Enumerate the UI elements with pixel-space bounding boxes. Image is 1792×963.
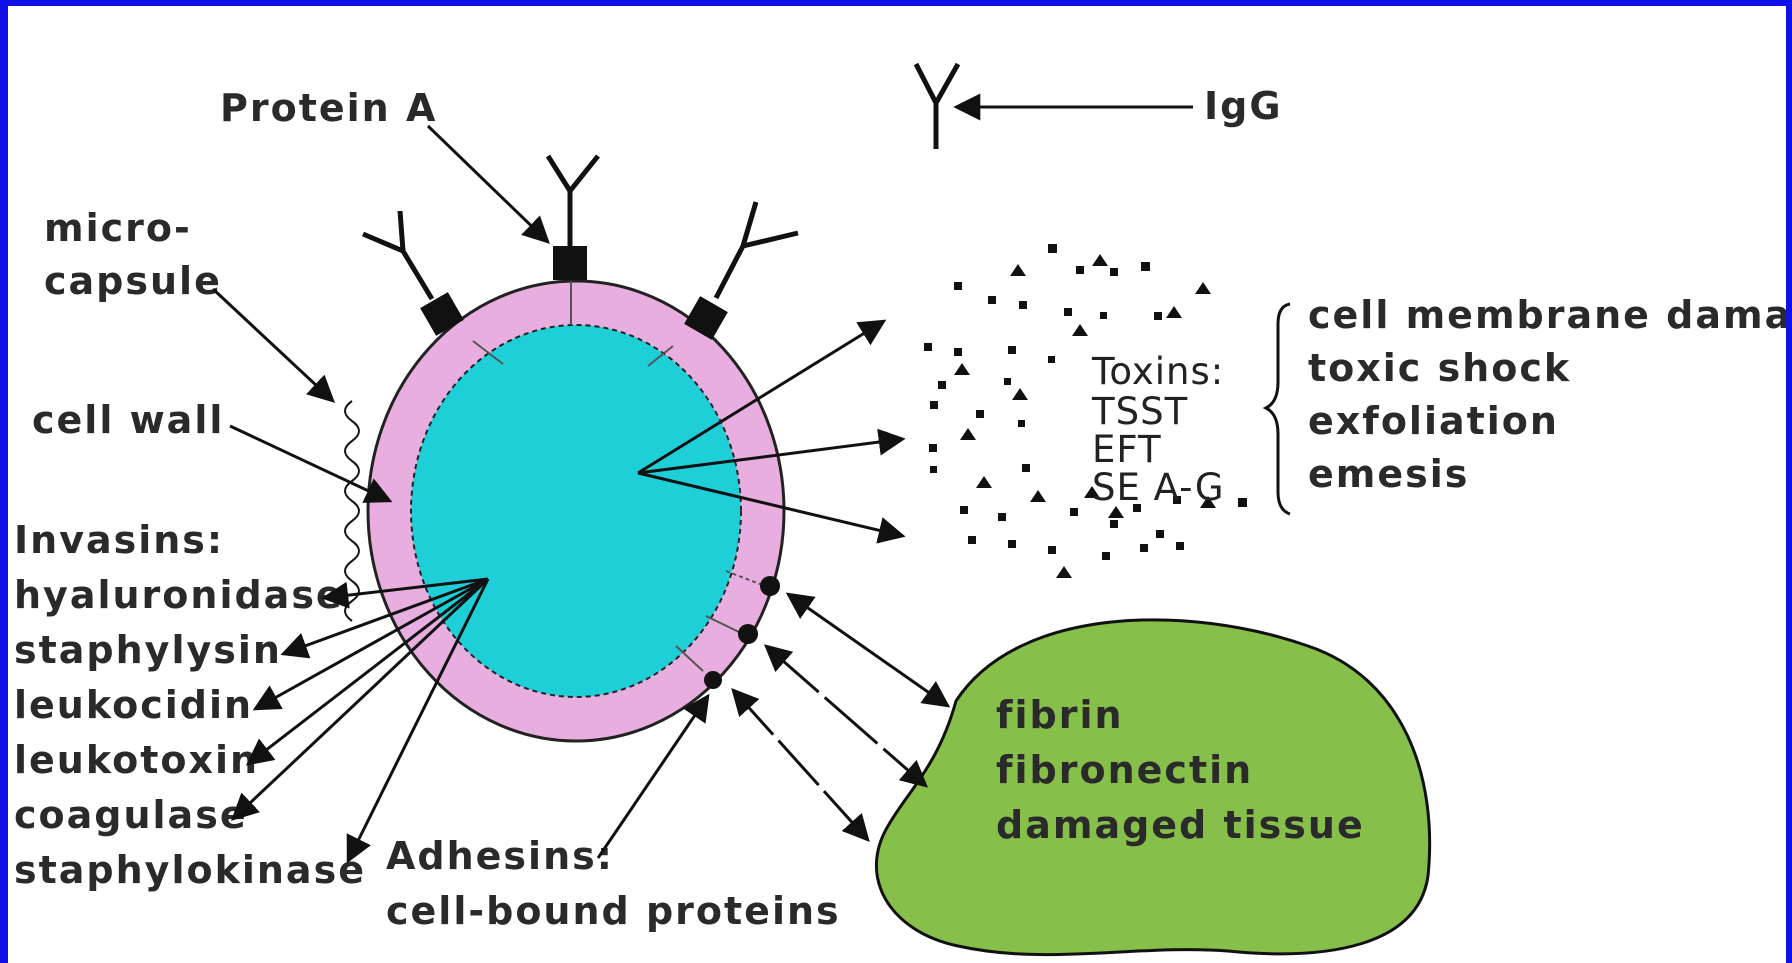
microcapsule-wavy-line xyxy=(345,401,359,621)
tissue-item: damaged tissue xyxy=(996,803,1365,847)
invasin-item: hyaluronidase xyxy=(14,573,344,617)
tissue-item: fibronectin xyxy=(996,748,1253,792)
invasin-item: leukotoxin xyxy=(14,738,259,782)
staphylococcus-virulence-diagram: IgG Protein A micro- capsule cell wall I… xyxy=(8,6,1786,963)
microcapsule-label-2: capsule xyxy=(44,259,222,303)
toxin-effect-item: cell membrane damage xyxy=(1308,293,1786,337)
toxin-effect-item: toxic shock xyxy=(1308,346,1571,390)
invasin-item: coagulase xyxy=(14,793,248,837)
tissue-item: fibrin xyxy=(996,693,1124,737)
toxin-effect-item: exfoliation xyxy=(1308,399,1559,443)
toxins-title: Toxins: xyxy=(1091,350,1224,393)
bacterial-cell xyxy=(368,281,784,741)
toxin-particles xyxy=(924,244,1247,578)
diagram-panel: IgG Protein A micro- capsule cell wall I… xyxy=(8,6,1786,963)
igg-icon xyxy=(916,64,958,149)
invasin-item: staphylokinase xyxy=(14,848,366,892)
protein-a-label: Protein A xyxy=(220,86,437,130)
microcapsule-label-1: micro- xyxy=(44,206,192,250)
adhesins-title: Adhesins: xyxy=(386,834,614,878)
igg-label: IgG xyxy=(1204,84,1283,128)
invasin-item: staphylysin xyxy=(14,628,282,672)
toxin-item: SE A-G xyxy=(1092,466,1225,509)
toxin-item: EFT xyxy=(1092,428,1162,471)
cell-wall-label: cell wall xyxy=(32,398,224,442)
invasins-title: Invasins: xyxy=(14,518,224,562)
toxin-effect-item: emesis xyxy=(1308,452,1469,496)
toxin-effects-brace xyxy=(1266,304,1290,514)
toxin-item: TSST xyxy=(1091,390,1188,433)
adhesins-sub: cell-bound proteins xyxy=(386,889,841,933)
invasin-item: leukocidin xyxy=(14,683,253,727)
